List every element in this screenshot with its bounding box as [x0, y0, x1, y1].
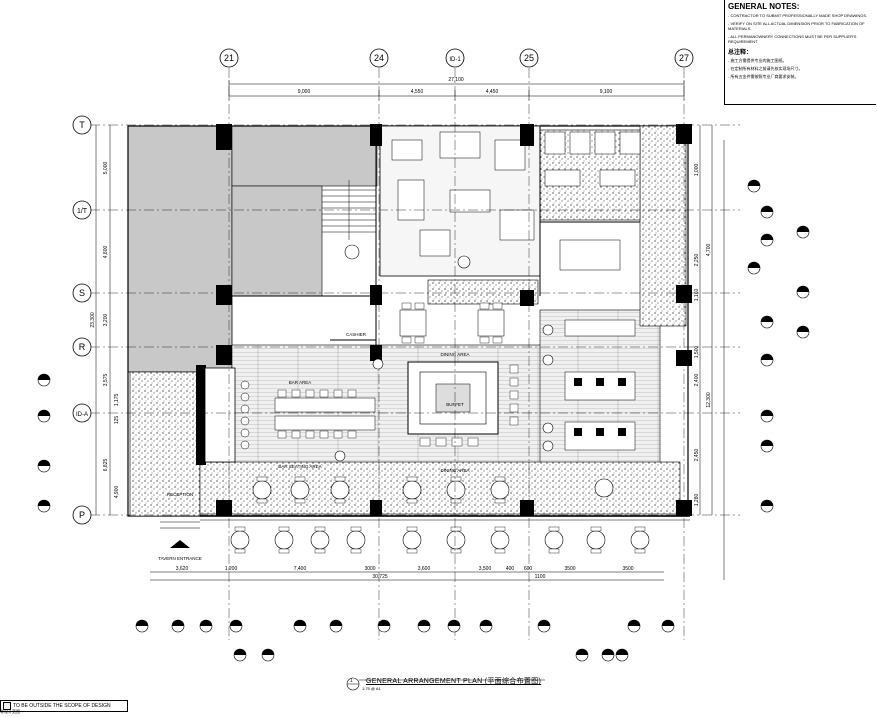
- buffet-island: [407, 361, 499, 435]
- note-item: - CONTRACTOR TO SUBMIT PROFESSIONALLY MA…: [728, 13, 868, 18]
- grid-col-label: 24: [374, 53, 384, 63]
- dim-left: 3,575: [103, 374, 109, 387]
- dim-overall-bottom: 30,725: [372, 574, 388, 580]
- dim-bottom: 3,620: [176, 566, 189, 572]
- legend: TO BE OUTSIDE THE SCOPE OF DESIGN: [0, 700, 128, 712]
- dim-bottom: 3500: [564, 566, 575, 572]
- bar-counter: [204, 367, 236, 463]
- outside-scope-zone: [127, 125, 233, 373]
- grid-row-label: 1/T: [77, 208, 88, 215]
- notes-title: GENERAL NOTES:: [728, 2, 800, 11]
- dim-right: 1,160: [694, 289, 700, 302]
- notes-list: - CONTRACTOR TO SUBMIT PROFESSIONALLY MA…: [728, 13, 876, 44]
- dim-left: 5,000: [103, 162, 109, 175]
- notes-cn-list: - 施工方需提供专业的施工图纸。 - 在定制所有材料之前请先核实现场尺寸。 - …: [728, 58, 876, 79]
- room-label: RECEPTION: [167, 492, 193, 497]
- dim-right: 1,280: [694, 494, 700, 507]
- note-item: - VERIFY ON SITE ALL ACTUAL DIMENSION PR…: [728, 21, 865, 31]
- dim-left: 3,200: [103, 314, 109, 327]
- dim-left: 125: [114, 416, 120, 425]
- dim-bottom: 600: [524, 566, 533, 572]
- dim-bottom: 400: [506, 566, 515, 572]
- dim-left: 1,175: [114, 394, 120, 407]
- note-cn-item: - 在定制所有材料之前请先核实现场尺寸。: [728, 66, 803, 71]
- grid-column-bubbles: [219, 48, 694, 68]
- note-cn-item: - 所有五金件需按照专业厂商要求安装。: [728, 74, 799, 79]
- room-label: BAR SEATING AREA: [278, 464, 321, 469]
- dim-top: 9,000: [298, 89, 311, 95]
- grid-row-label: P: [79, 510, 85, 520]
- room-label: DINING AREA: [440, 468, 469, 473]
- room-label: DINING AREA: [440, 352, 469, 357]
- dim-right: 2,400: [694, 374, 700, 387]
- room-label: BAR AREA: [289, 380, 312, 385]
- dim-top: 4,550: [411, 89, 424, 95]
- dim-bottom: 3,500: [479, 566, 492, 572]
- grid-row-label: T: [79, 120, 85, 130]
- drawing-title: GENERAL ARRANGEMENT PLAN (平面综合布置图): [366, 678, 542, 685]
- room-label: BUFFET: [446, 402, 464, 407]
- notes-cn-title: 总注释：: [728, 50, 753, 56]
- drawing-number: 1: [350, 678, 353, 684]
- grid-col-label: 25: [524, 53, 534, 63]
- dim-right: 1,000: [694, 164, 700, 177]
- dim-left: 4,800: [103, 246, 109, 259]
- dim-bottom: 7,400: [294, 566, 307, 572]
- dim-overall-top: 27,100: [448, 77, 464, 83]
- grid-row-label: ID-A: [76, 412, 88, 418]
- grid-row-label: R: [79, 342, 86, 352]
- dim-right: 12,300: [706, 392, 712, 408]
- room-label: CASHIER: [346, 332, 367, 337]
- grid-col-label: 21: [224, 53, 234, 63]
- dim-left: 6,825: [103, 459, 109, 472]
- dim-bottom: 1,200: [225, 566, 238, 572]
- drawing-scale: 1:75 @ A1: [362, 686, 381, 691]
- note-cn-item: - 施工方需提供专业的施工图纸。: [728, 58, 787, 63]
- dim-right: 4,700: [706, 244, 712, 257]
- legend-label: TO BE OUTSIDE THE SCOPE OF DESIGN: [13, 703, 111, 709]
- legend-cn: 非设计范围: [0, 709, 20, 714]
- dim-top: 9,100: [600, 89, 613, 95]
- dim-bottom: 3000: [364, 566, 375, 572]
- general-notes-panel: GENERAL NOTES: - CONTRACTOR TO SUBMIT PR…: [724, 0, 876, 105]
- grid-col-label: 27: [679, 53, 689, 63]
- dim-top: 4,450: [486, 89, 499, 95]
- dim-bottom: 3,600: [418, 566, 431, 572]
- legend-swatch: [3, 702, 11, 710]
- dim-left: 4,900: [114, 486, 120, 499]
- dim-right: 2,250: [694, 254, 700, 267]
- room-label: TAVERN ENTRANCE: [158, 556, 202, 561]
- dim-right: 2,450: [694, 449, 700, 462]
- dim-bottom: 1100: [535, 574, 546, 580]
- note-item: - ALL PERMANOWNERY CONNECTIONS MUST BE P…: [728, 34, 857, 44]
- dim-overall-left: 23,300: [90, 312, 96, 328]
- terrazzo-entrance: [129, 371, 201, 517]
- grid-row-bubbles: [72, 115, 92, 525]
- dim-right: 1,500: [694, 346, 700, 359]
- grid-col-label: ID-1: [449, 57, 461, 63]
- grid-row-label: S: [79, 288, 85, 298]
- dim-bottom: 3500: [622, 566, 633, 572]
